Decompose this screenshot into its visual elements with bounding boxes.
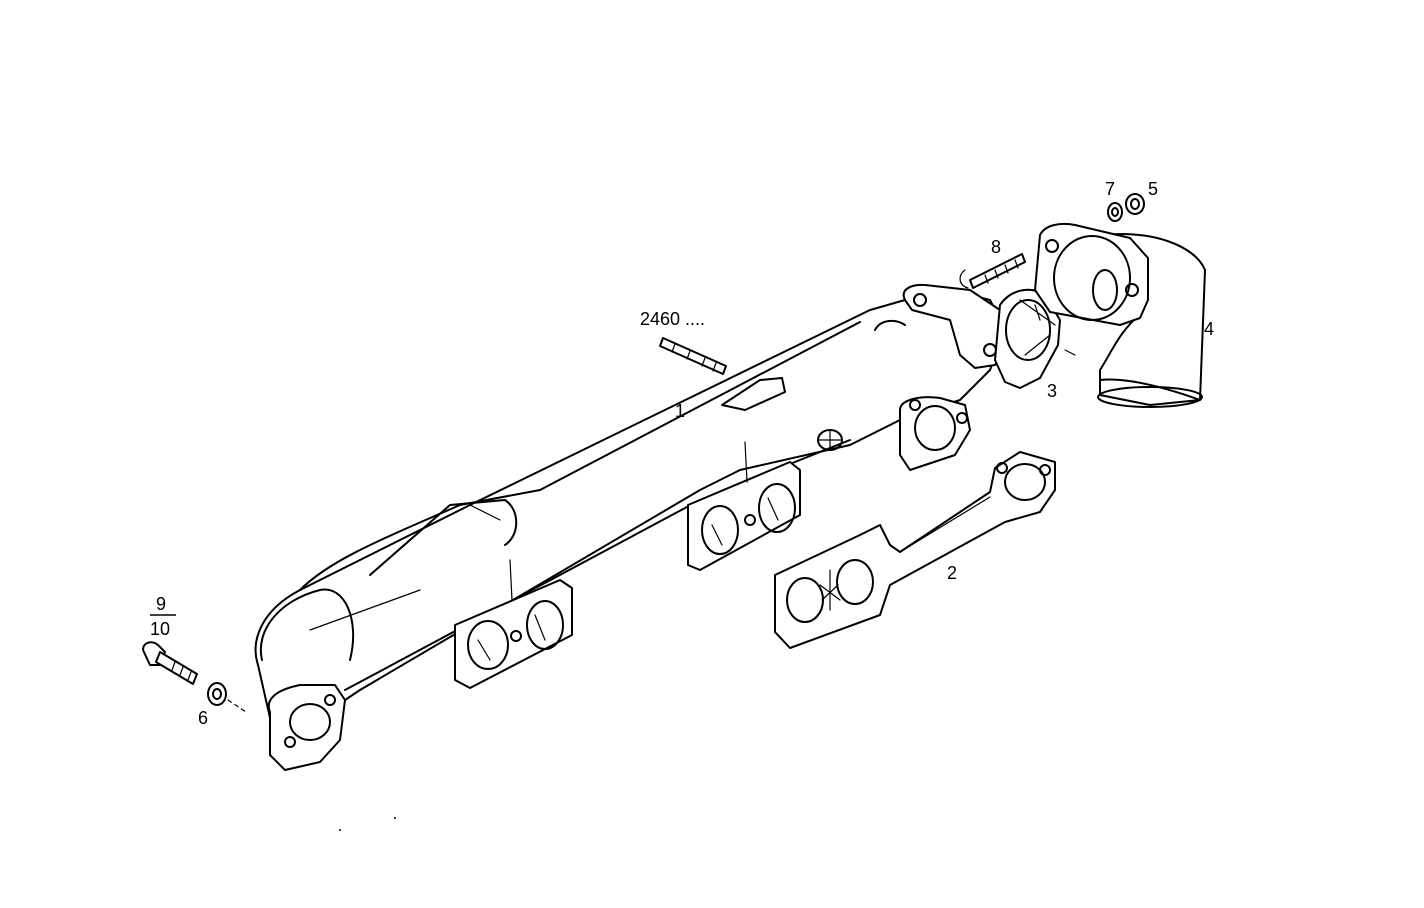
flange-bolt-part [142,641,198,685]
nut-part [1125,193,1145,215]
exhaust-manifold-part [254,283,1006,771]
stud-part [959,253,1026,289]
stray-dot [394,817,396,819]
callout-part-8: 8 [991,237,1001,257]
callout-part-9: 9 [156,594,166,614]
exhaust-elbow-part [1034,222,1206,408]
callout-part-5: 5 [1148,179,1158,199]
manifold-gasket-part [774,451,1056,649]
callout-part-10: 10 [150,619,170,639]
stray-dot [339,829,341,831]
callout-part-4: 4 [1204,319,1214,339]
callout-part-3: 3 [1047,381,1057,401]
reference-stud-part [659,337,727,375]
callout-part-6: 6 [198,708,208,728]
callout-ref-2460: 2460 .... [640,309,705,329]
callout-part-1: 1 [675,401,685,421]
callout-part-2: 2 [947,563,957,583]
washer-part [1107,202,1123,222]
bolt-washer-part [207,682,247,713]
callout-part-7: 7 [1105,179,1115,199]
